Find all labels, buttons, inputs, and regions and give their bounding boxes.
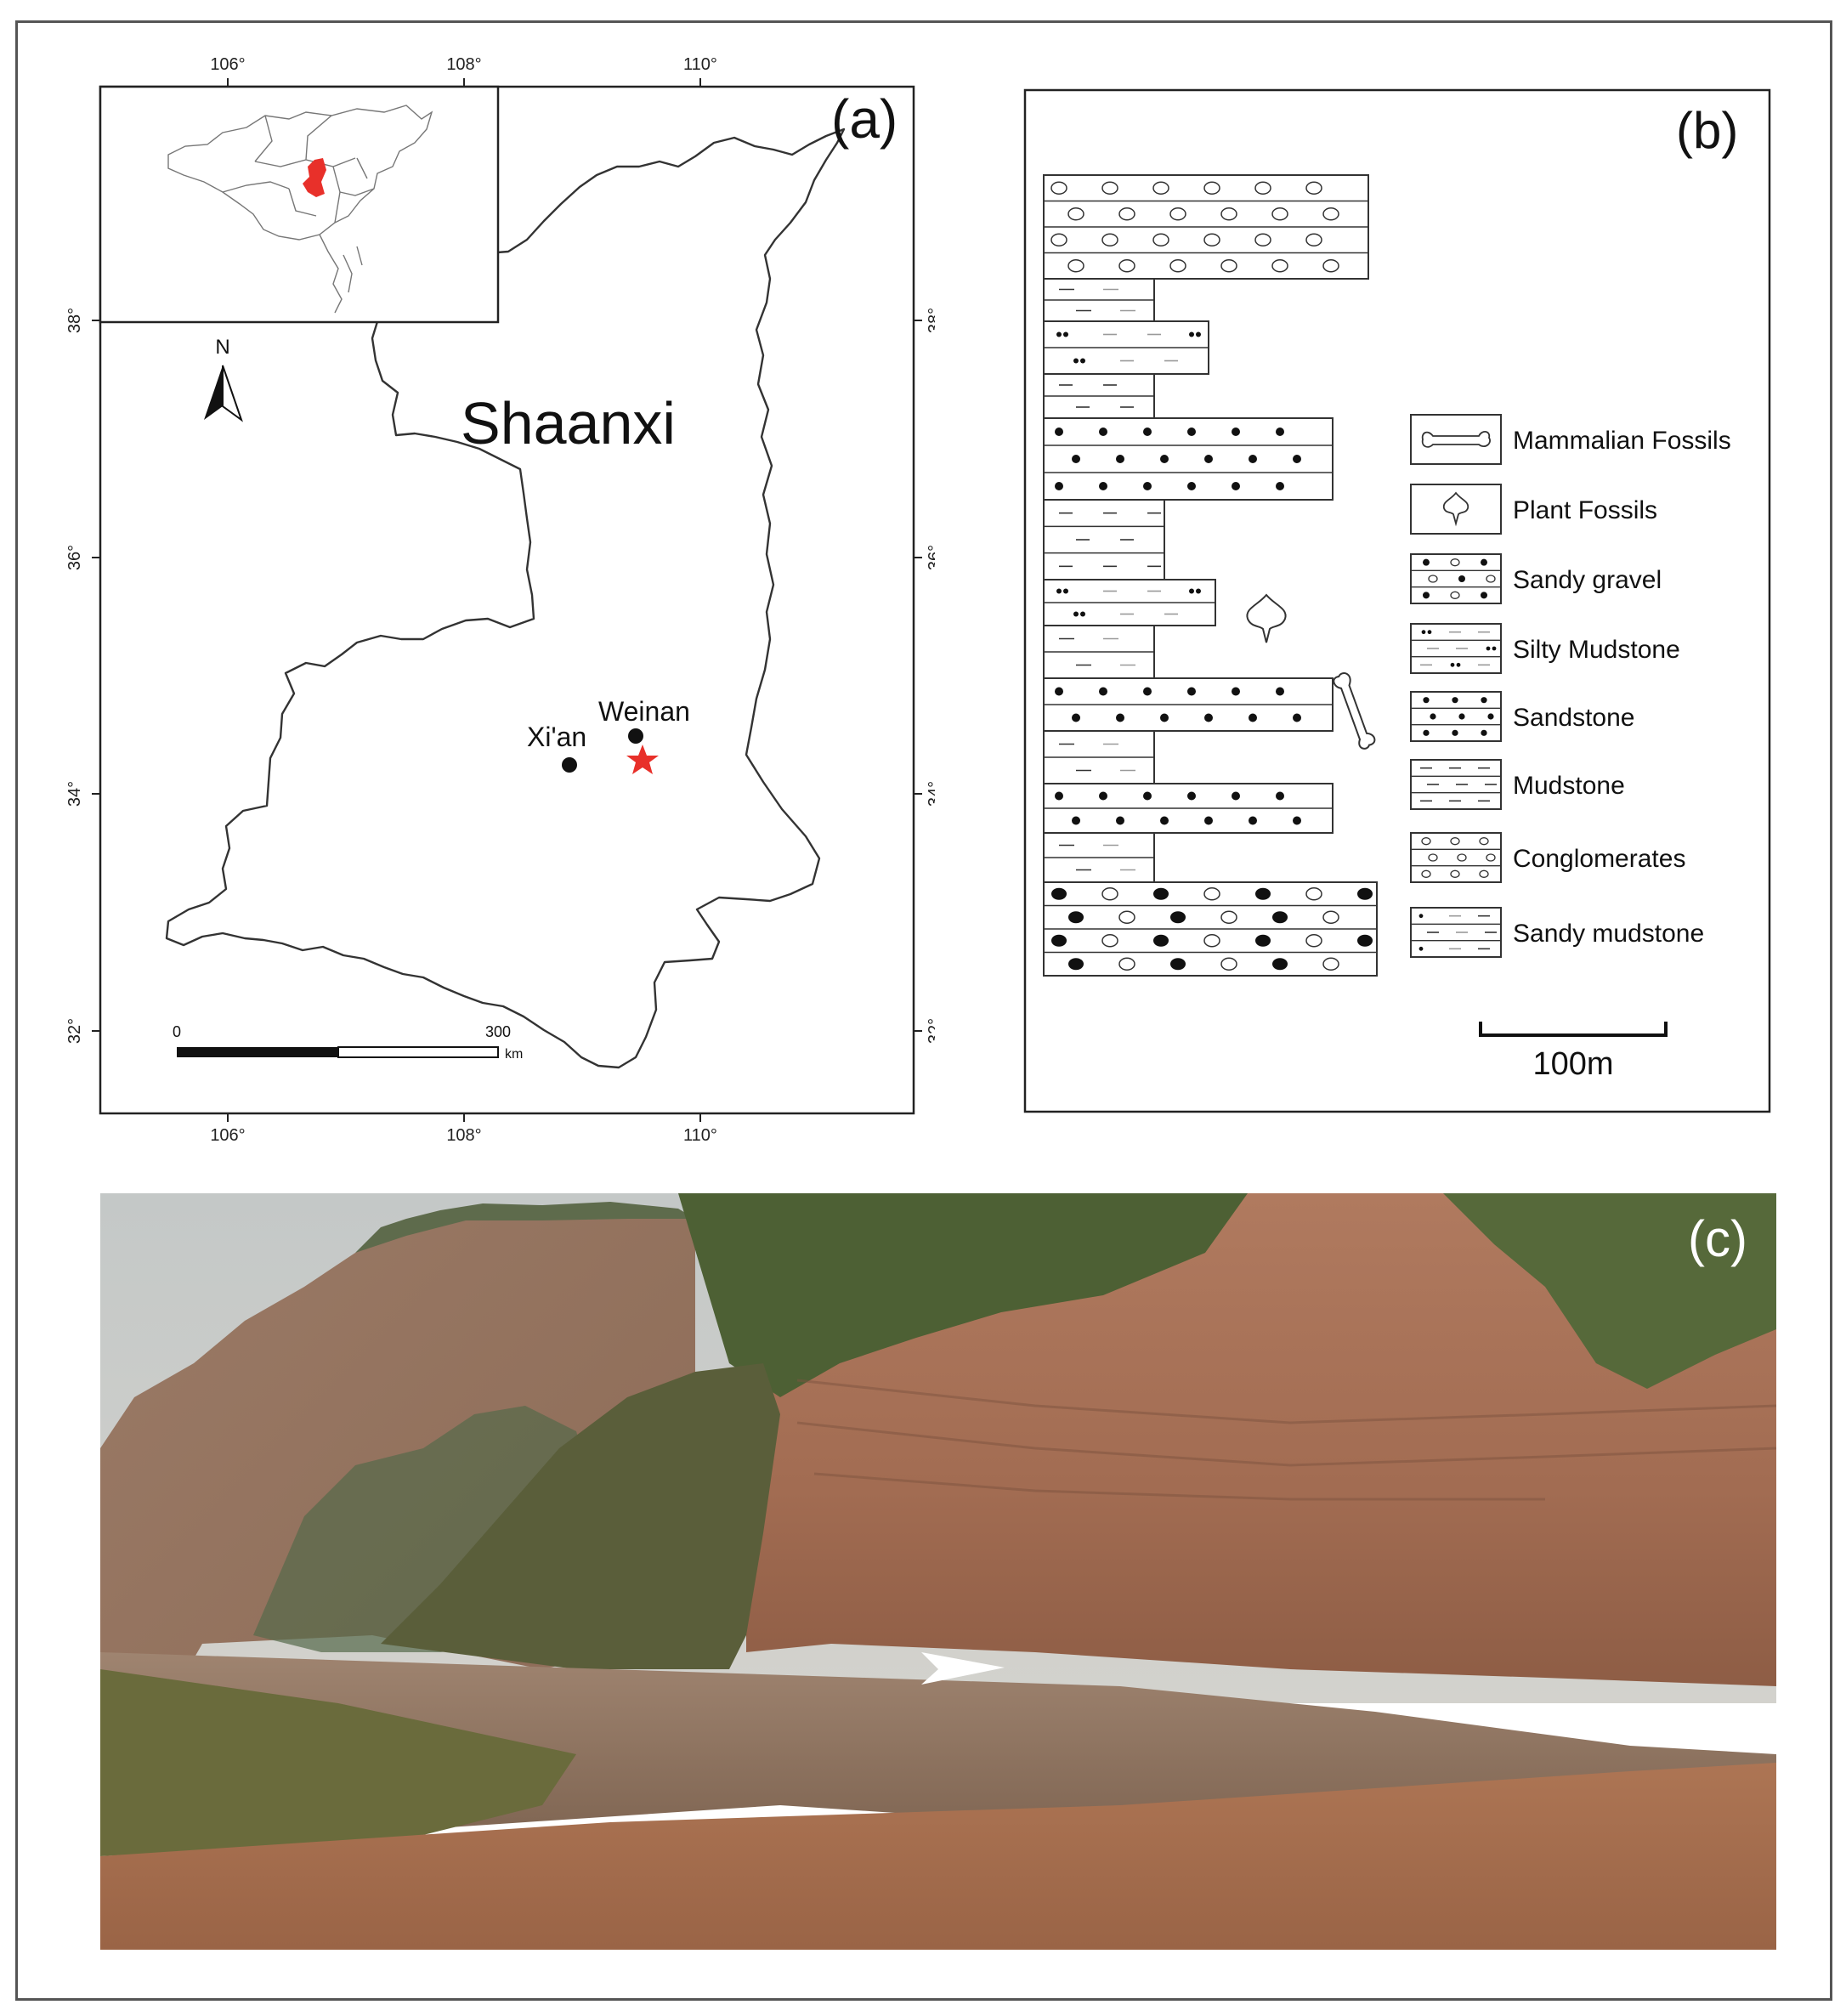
- legend-item: Sandy gravel: [1410, 553, 1662, 604]
- strat-layer: [1043, 832, 1155, 883]
- photo-ridge-trees: [355, 1202, 695, 1253]
- lat-tick-left-32: 32°: [65, 1018, 84, 1044]
- lon-tick-top-108: 108°: [446, 55, 481, 74]
- legend-item: Sandstone: [1410, 691, 1634, 742]
- legend-item: Sandy mudstone: [1410, 907, 1704, 958]
- lat-tick-right-36: 36°: [926, 545, 935, 570]
- strat-column: [1043, 174, 1378, 977]
- photo-main-cliff: [746, 1193, 1776, 1686]
- legend-item: Plant Fossils: [1410, 484, 1657, 535]
- strat-layer: [1043, 278, 1155, 322]
- inset-shaanxi-highlight: [303, 158, 326, 197]
- legend-label: Plant Fossils: [1513, 496, 1657, 524]
- weinan-dot: [628, 728, 643, 744]
- column-scalebar-label: 100m: [1532, 1046, 1613, 1082]
- leaf-icon: [1442, 491, 1469, 527]
- weinan-label: Weinan: [598, 696, 690, 727]
- legend-label: Sandstone: [1513, 704, 1634, 732]
- legend-label: Sandy gravel: [1513, 566, 1662, 594]
- column-frame: [1023, 88, 1771, 1113]
- strat-layer: [1043, 783, 1334, 834]
- panel-a-map: 106° 108° 110° 106° 108° 110° 38° 36° 34…: [0, 0, 944, 1147]
- legend-item: Mudstone: [1410, 759, 1625, 810]
- lat-tick-left-34: 34°: [65, 781, 84, 807]
- scalebar-start: 0: [173, 1023, 181, 1040]
- column-scalebar: [1479, 1022, 1668, 1037]
- scalebar-unit: km: [505, 1047, 523, 1062]
- photo-river: [100, 1763, 1776, 1950]
- photo-arrow-icon: [921, 1652, 1005, 1685]
- strat-layer: [1043, 174, 1369, 280]
- panel-c-photo: (c): [100, 1193, 1776, 1950]
- sandy-gravel-swatch: [1411, 558, 1501, 599]
- panel-c-label: (c): [1688, 1210, 1747, 1267]
- scalebar-end: 300: [485, 1023, 511, 1040]
- lat-tick-left-36: 36°: [65, 545, 84, 570]
- bone-icon: [1333, 672, 1376, 750]
- inset-china-map: [167, 105, 433, 314]
- lat-tick-right-38: 38°: [926, 308, 935, 333]
- province-label: Shaanxi: [461, 390, 676, 456]
- strat-layer: [1043, 579, 1216, 626]
- legend-item: Mammalian Fossils: [1410, 414, 1731, 465]
- legend-label: Silty Mudstone: [1513, 636, 1680, 664]
- photo-right-vegetation: [1443, 1193, 1776, 1389]
- panel-b-label: (b): [1676, 102, 1738, 159]
- sandy-mudstone-swatch: [1411, 914, 1501, 951]
- conglomerates-swatch: [1411, 837, 1501, 878]
- site-star-icon: [626, 745, 659, 774]
- north-arrow-icon: N: [204, 336, 243, 422]
- photo-cliff-vegetation: [678, 1193, 1248, 1397]
- mudstone-swatch: [1411, 767, 1501, 802]
- lon-tick-bottom-108: 108°: [446, 1126, 481, 1145]
- lat-tick-left-38: 38°: [65, 308, 84, 333]
- strat-layer: [1043, 730, 1155, 784]
- strat-layer: [1043, 677, 1334, 732]
- lat-tick-right-32: 32°: [926, 1018, 935, 1044]
- legend-label: Mammalian Fossils: [1513, 427, 1731, 455]
- xian-dot: [562, 757, 577, 773]
- map-scalebar: 0 300 km: [173, 1023, 523, 1062]
- lon-tick-top-110: 110°: [683, 55, 717, 74]
- north-label: N: [215, 336, 229, 359]
- legend-label: Conglomerates: [1513, 845, 1685, 873]
- silty-mudstone-swatch: [1411, 630, 1501, 667]
- strat-layer: [1043, 881, 1378, 977]
- lat-tick-right-34: 34°: [926, 781, 935, 807]
- photo-strata: [796, 1379, 1776, 1501]
- lon-tick-top-106: 106°: [210, 55, 245, 74]
- bone-icon: [1421, 431, 1491, 448]
- inset-frame: [99, 85, 500, 324]
- legend-item: Conglomerates: [1410, 832, 1685, 883]
- map-frame: [99, 85, 915, 1115]
- photo-vegetated-slope: [381, 1363, 780, 1669]
- strat-layer: [1043, 625, 1155, 679]
- panel-a-label: (a): [831, 88, 898, 150]
- strat-layer: [1043, 499, 1165, 580]
- strat-layer: [1043, 373, 1155, 419]
- leaf-icon: [1246, 593, 1287, 643]
- xian-label: Xi'an: [527, 722, 586, 752]
- legend-label: Mudstone: [1513, 772, 1625, 800]
- figure-frame: [15, 20, 1832, 2001]
- lon-tick-bottom-106: 106°: [210, 1126, 245, 1145]
- strat-layer: [1043, 320, 1209, 375]
- photo-grass: [100, 1669, 576, 1856]
- legend-item: Silty Mudstone: [1410, 623, 1680, 674]
- lon-tick-bottom-110: 110°: [683, 1126, 717, 1145]
- strat-layer: [1043, 417, 1334, 501]
- sandstone-swatch: [1411, 697, 1501, 736]
- legend-label: Sandy mudstone: [1513, 920, 1704, 948]
